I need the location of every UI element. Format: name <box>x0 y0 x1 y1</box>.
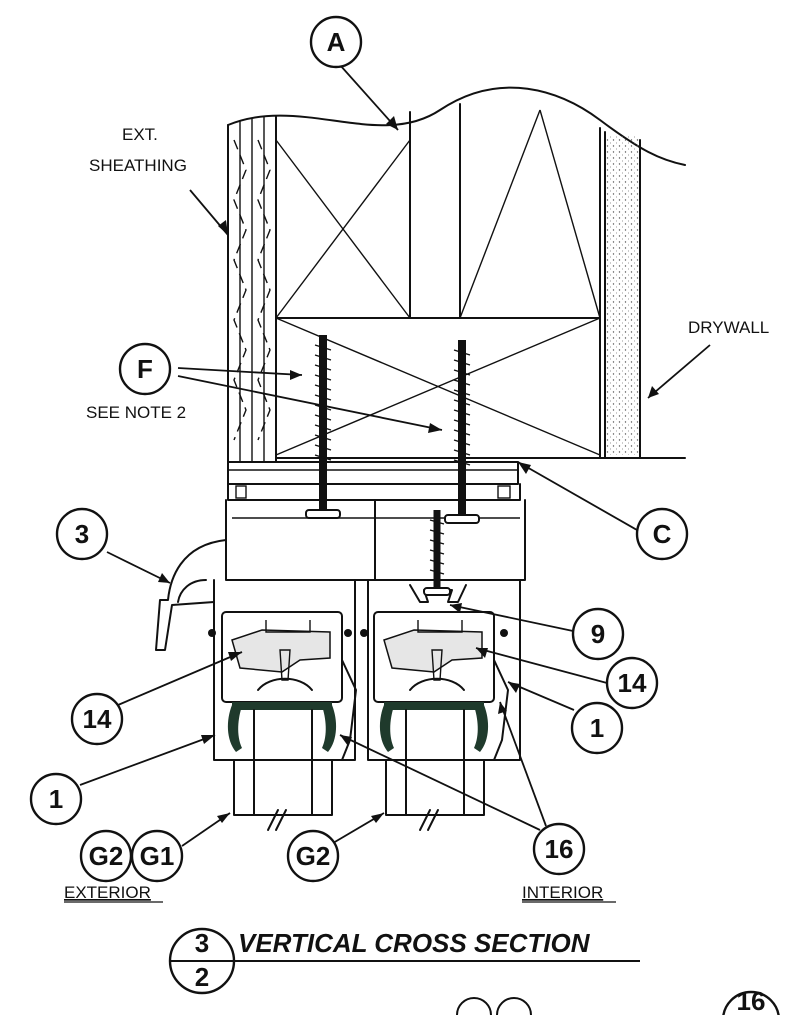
glazing-left <box>233 709 333 831</box>
wall-section <box>227 86 686 463</box>
exterior-label: EXTERIOR <box>64 883 151 902</box>
svg-text:F: F <box>137 354 153 384</box>
svg-text:C: C <box>653 519 672 549</box>
callout-1-left: 1 <box>29 772 83 826</box>
ext-sheathing-label-line2: SHEATHING <box>89 156 187 175</box>
fastener-screws <box>305 335 480 596</box>
sheet-number: 2 <box>195 962 209 992</box>
svg-text:14: 14 <box>83 704 112 734</box>
section-title: VERTICAL CROSS SECTION <box>238 928 591 958</box>
callout-g2-left: G2 <box>79 829 133 883</box>
ext-sheathing-label-line1: EXT. <box>122 125 158 144</box>
callout-16-partial: 16 <box>722 986 780 1015</box>
sash-right <box>360 584 509 761</box>
interior-label: INTERIOR <box>522 883 603 902</box>
glazing-right <box>385 709 485 831</box>
svg-text:G2: G2 <box>89 841 124 871</box>
drywall-label: DRYWALL <box>688 318 769 337</box>
callout-g1: G1 <box>130 829 184 883</box>
drywall <box>604 131 641 459</box>
leader-arrowheads <box>158 116 659 823</box>
leader-lines <box>79 64 711 847</box>
svg-text:16: 16 <box>545 834 574 864</box>
callout-9: 9 <box>571 607 625 661</box>
svg-text:16: 16 <box>737 986 766 1015</box>
callout-a: A <box>309 15 363 69</box>
callout-1-right: 1 <box>570 701 624 755</box>
callout-3: 3 <box>55 507 109 561</box>
callout-f: F <box>118 342 172 396</box>
detail-number: 3 <box>195 928 209 958</box>
callout-16: 16 <box>532 822 586 876</box>
exterior-sheathing <box>227 115 277 463</box>
svg-text:1: 1 <box>49 784 63 814</box>
svg-text:G1: G1 <box>140 841 175 871</box>
svg-text:A: A <box>327 27 346 57</box>
sash-left <box>208 611 357 761</box>
callout-g2-mid: G2 <box>286 829 340 883</box>
svg-text:9: 9 <box>591 619 605 649</box>
callout-14-right: 14 <box>605 656 659 710</box>
title-block: 3 2 VERTICAL CROSS SECTION <box>168 927 640 1015</box>
callout-14-left: 14 <box>70 692 124 746</box>
svg-text:G2: G2 <box>296 841 331 871</box>
svg-text:14: 14 <box>618 668 647 698</box>
svg-text:3: 3 <box>75 519 89 549</box>
callout-c: C <box>635 507 689 561</box>
see-note-label: SEE NOTE 2 <box>86 403 186 422</box>
framing-studs <box>275 103 686 459</box>
svg-text:1: 1 <box>590 713 604 743</box>
